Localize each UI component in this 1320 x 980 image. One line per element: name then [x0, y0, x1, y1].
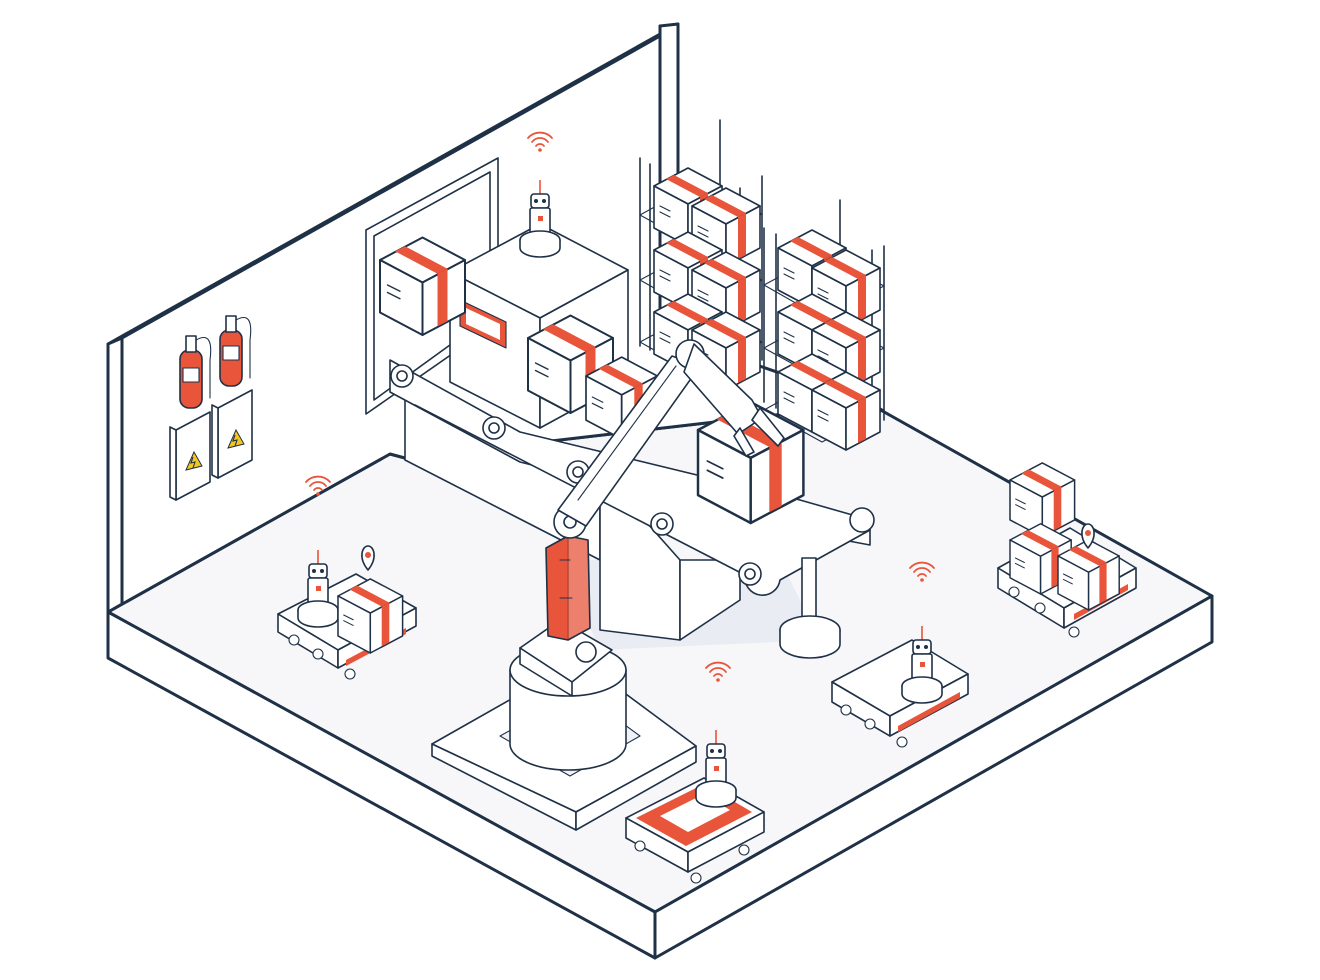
floor [106, 402, 1214, 960]
map-pin-icon [1081, 523, 1095, 549]
map-pin-icon [361, 545, 375, 571]
storage-shelves [639, 119, 885, 451]
electrical-panels [169, 389, 253, 501]
agv-robot-left [274, 475, 420, 680]
agv-robot-right [831, 561, 972, 748]
fire-extinguisher-icon [179, 315, 252, 409]
agv-robot-far-right [997, 462, 1140, 638]
robotic-arm [431, 339, 785, 831]
conveyor-belt [389, 359, 875, 659]
agv-robot-bottom [625, 661, 768, 884]
high-voltage-warning-icon [185, 428, 245, 471]
